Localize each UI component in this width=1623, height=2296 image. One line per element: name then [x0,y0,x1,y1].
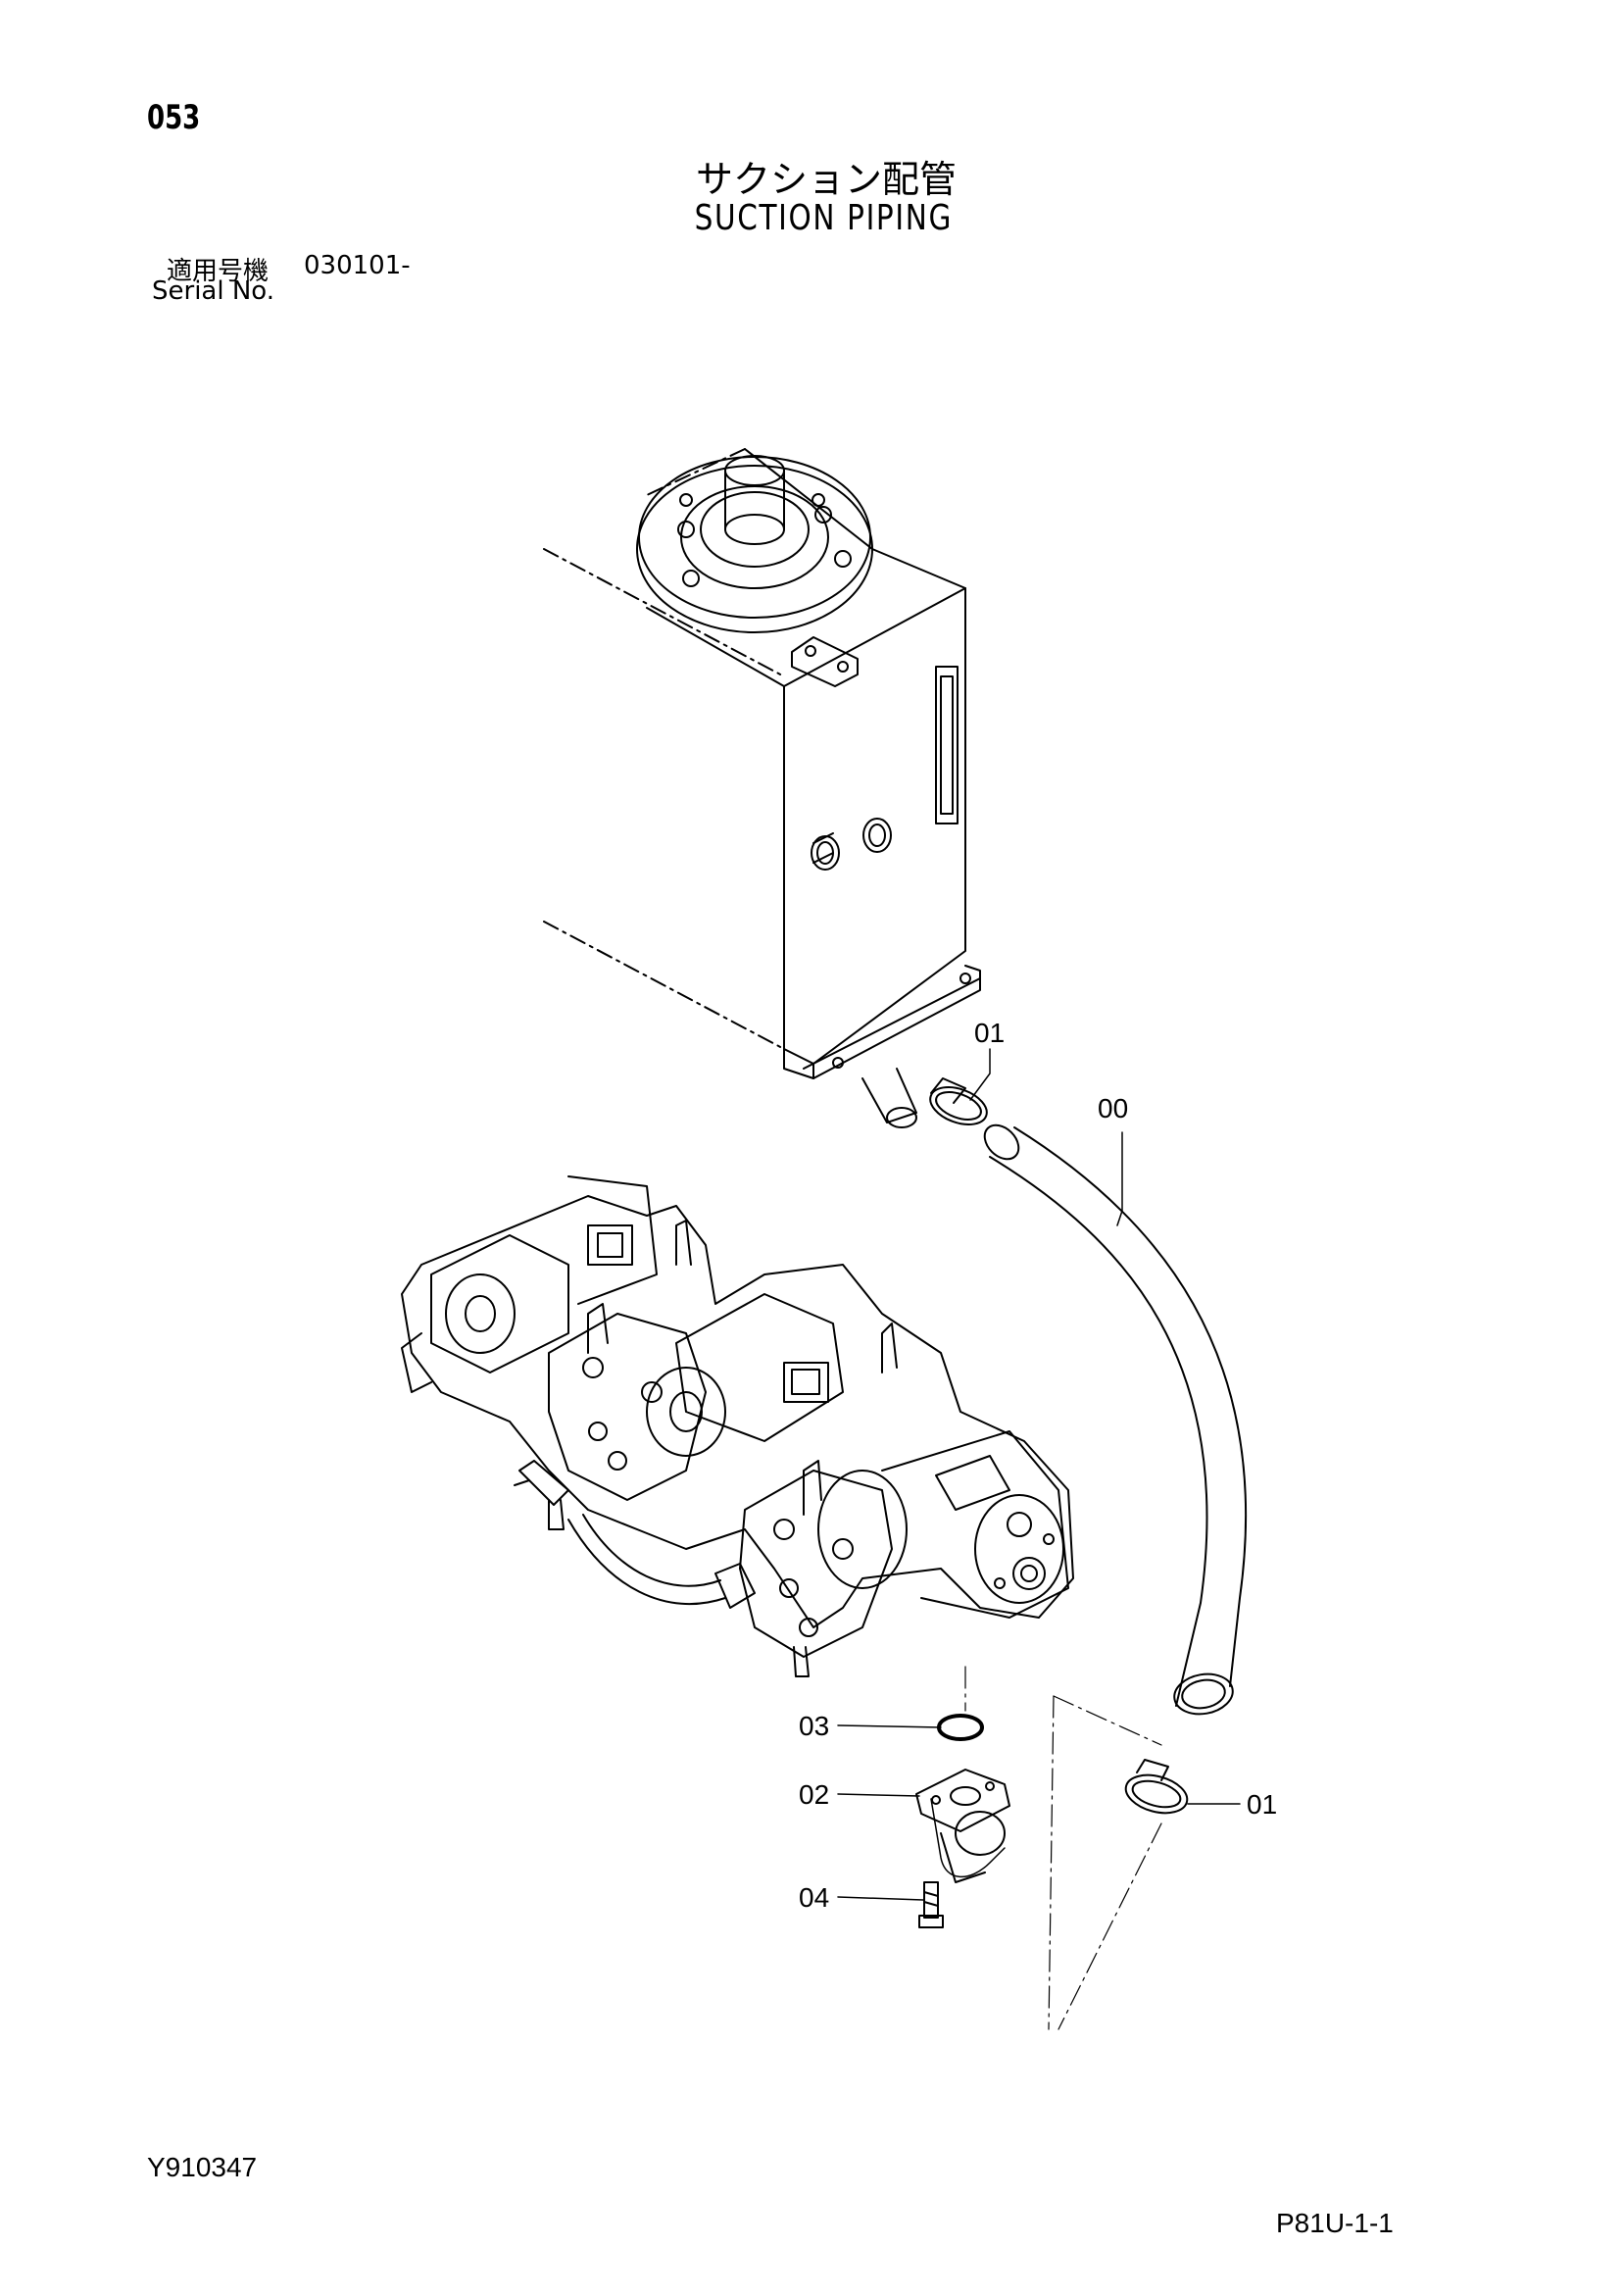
callout-label: 01 [1247,1789,1277,1820]
callout-label: 01 [974,1018,1005,1048]
hose-clamp-lower [1124,1759,1189,1815]
flange [915,1769,1010,1832]
callout-label: 03 [799,1711,829,1741]
bolt [918,1881,944,1928]
o-ring [937,1714,984,1741]
serial-label-jp: 適用号機 [167,257,270,286]
callout-leaders [837,1048,1241,1901]
document-id: Y910347 [147,2152,258,2182]
callout-label: 04 [799,1882,829,1913]
page-title-jp: サクション配管 [695,158,957,201]
hose-clamp-upper [929,1077,988,1125]
serial-range: 030101- [304,251,411,280]
page-title-en: SUCTION PIPING [694,198,953,238]
hydraulic-pump-assembly [401,1175,1074,1677]
phantom-lines [964,1666,1162,2030]
callout-label: 02 [799,1779,829,1810]
hydraulic-tank [543,448,981,1128]
callout-label: 00 [1098,1093,1128,1123]
suction-hose [983,1123,1248,1716]
serial-label-en: Serial No. [152,276,274,306]
suction-elbow [930,1798,1006,1883]
page-code: 053 [147,98,201,137]
sheet-id: P81U-1-1 [1276,2208,1394,2238]
